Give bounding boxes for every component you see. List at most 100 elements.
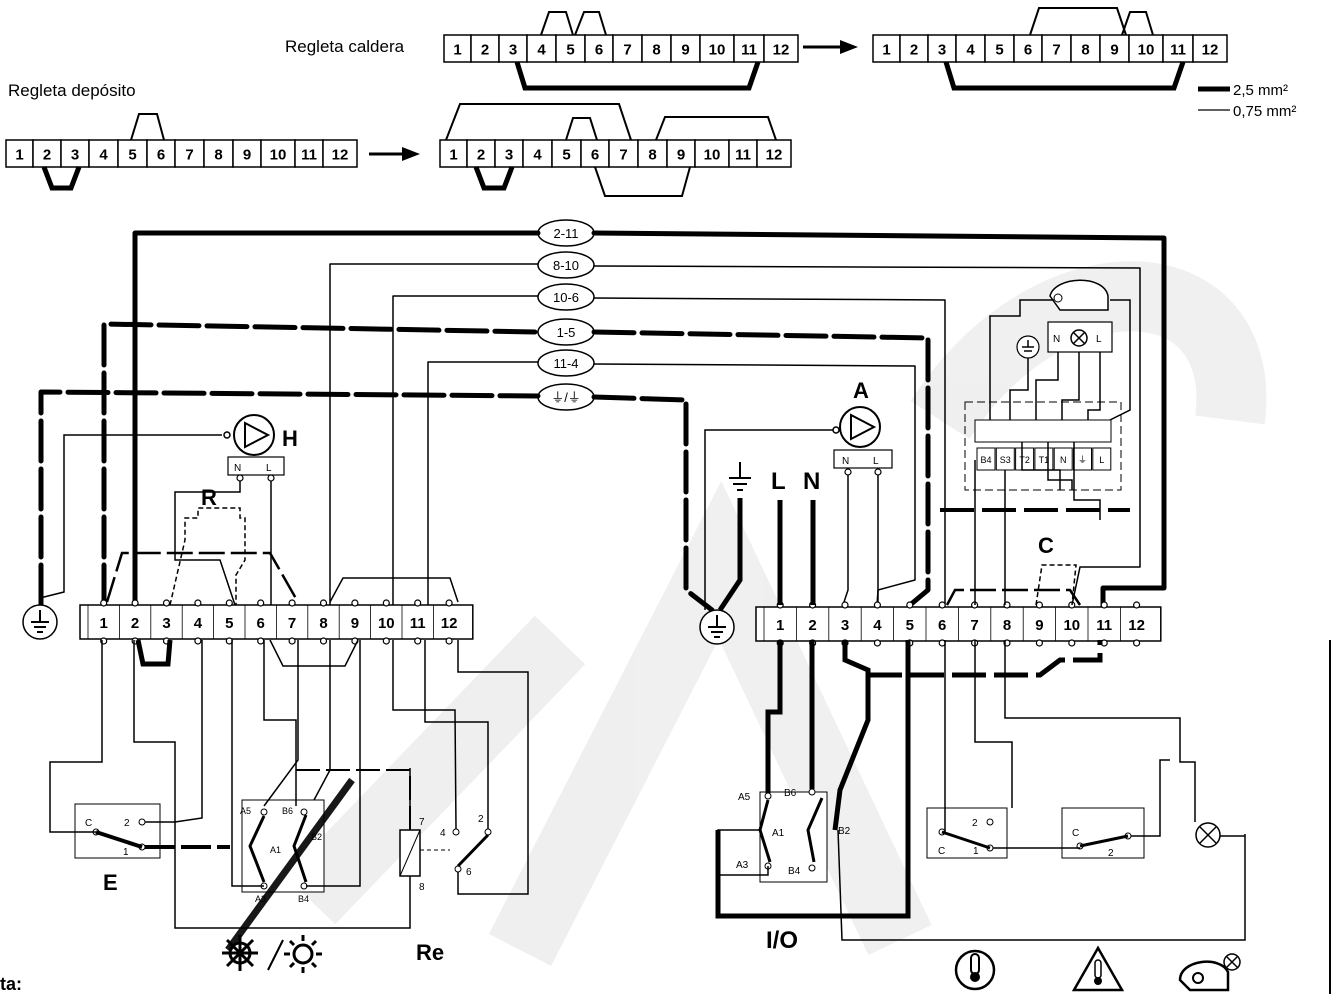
deposito-after-bridges (445, 103, 777, 197)
svg-text:9: 9 (243, 147, 251, 164)
svg-text:5: 5 (225, 615, 233, 632)
strip-cell: 10 (260, 139, 296, 168)
svg-text:12: 12 (773, 42, 790, 59)
svg-text:4: 4 (99, 147, 108, 164)
svg-text:A: A (853, 378, 869, 403)
strip-cell: 10 (1128, 34, 1164, 63)
terminal: 8 (307, 599, 328, 645)
svg-text:11-4: 11-4 (553, 356, 578, 371)
svg-text:E: E (103, 870, 118, 895)
footer-label: ta: (0, 974, 22, 994)
terminal: 7 (275, 599, 296, 645)
strip-cell: 6 (584, 34, 614, 63)
terminal: 8 (990, 601, 1011, 647)
svg-text:3: 3 (162, 615, 170, 632)
strip-cell: 12 (763, 34, 799, 63)
svg-text:N: N (842, 456, 849, 467)
thermostat-boiler: 2 C 1 (926, 807, 1008, 859)
svg-text:7: 7 (970, 617, 978, 634)
strip-cell: 2 (470, 34, 500, 63)
svg-text:B2: B2 (311, 832, 322, 842)
strip-cell: 5 (984, 34, 1015, 63)
svg-text:N: N (234, 463, 241, 474)
pump-h-wires (174, 481, 272, 606)
bridge-c: C (1035, 533, 1077, 606)
strip-cell: 5 (555, 34, 586, 63)
svg-text:7: 7 (1052, 42, 1060, 59)
svg-text:9: 9 (681, 42, 689, 59)
svg-text:5: 5 (906, 617, 914, 634)
svg-text:3: 3 (505, 147, 513, 164)
switch-e-wires (49, 640, 411, 929)
relay-wires (392, 640, 529, 895)
svg-text:2: 2 (478, 814, 484, 825)
svg-text:9: 9 (1110, 42, 1118, 59)
strip-cell: 10 (694, 139, 730, 168)
svg-text:12: 12 (766, 147, 783, 164)
svg-text:R: R (201, 485, 217, 510)
strip-cell: 11 (1162, 34, 1194, 63)
control-terminal: L (1092, 447, 1112, 471)
right-tb-wires-top (777, 460, 1130, 606)
relay-re: 7 8 4 2 6 Re (399, 814, 492, 965)
connection-oval: ⏚/⏚ (537, 383, 595, 411)
caldera-arrow (803, 40, 858, 54)
svg-text:5: 5 (995, 42, 1003, 59)
svg-text:10: 10 (270, 147, 287, 164)
strip-cell: 11 (294, 139, 324, 168)
svg-text:2: 2 (124, 818, 130, 829)
svg-text:12: 12 (1128, 617, 1145, 634)
svg-text:A1: A1 (772, 828, 785, 839)
svg-text:2-11: 2-11 (553, 226, 578, 241)
strip-cell: 9 (670, 34, 701, 63)
snowflake-icon (222, 935, 258, 971)
terminal: 10 (1055, 601, 1080, 647)
svg-text:11: 11 (1096, 617, 1112, 634)
svg-text:L: L (873, 456, 879, 467)
svg-text:10: 10 (704, 147, 721, 164)
svg-text:1: 1 (776, 617, 784, 634)
svg-text:7: 7 (619, 147, 627, 164)
svg-text:11: 11 (735, 147, 751, 164)
earth-left (22, 434, 222, 640)
svg-text:8: 8 (419, 882, 425, 893)
svg-text:B4: B4 (788, 866, 801, 877)
strip-cell: 2 (32, 139, 62, 168)
terminal: 3 (150, 599, 171, 645)
svg-text:8-10: 8-10 (553, 258, 579, 273)
watermark-stroke (225, 777, 355, 953)
thermostat-wires (944, 640, 1245, 849)
terminal: 2 (119, 599, 139, 645)
main-wiring (38, 230, 1167, 613)
strip-cell: 12 (322, 139, 358, 168)
strip-cell: 8 (641, 34, 672, 63)
svg-text:11: 11 (1170, 42, 1186, 59)
svg-text:1: 1 (973, 846, 979, 857)
svg-text:2,5 mm²: 2,5 mm² (1233, 82, 1288, 99)
strip-cell: 11 (728, 139, 758, 168)
svg-text:L: L (266, 463, 272, 474)
control-terminal: ⏚ (1073, 447, 1092, 471)
svg-text:⏚/⏚: ⏚/⏚ (551, 390, 581, 405)
svg-text:B2: B2 (838, 826, 851, 837)
control-terminal: N (1053, 447, 1073, 471)
strip-cell: 6 (1013, 34, 1043, 63)
terminal: 9 (338, 599, 359, 645)
terminal: 11 (401, 599, 426, 645)
svg-text:7: 7 (288, 615, 296, 632)
terminal: 10 (370, 599, 395, 645)
connection-oval: 8-10 (537, 251, 595, 279)
svg-text:2: 2 (972, 818, 978, 829)
season-icons (222, 935, 322, 973)
svg-text:6: 6 (595, 42, 603, 59)
fan-icon (1178, 953, 1241, 992)
svg-text:8: 8 (1003, 617, 1011, 634)
svg-text:10: 10 (709, 42, 726, 59)
svg-text:C: C (938, 846, 945, 857)
left-tb-bridges (105, 551, 459, 667)
svg-text:A1: A1 (270, 845, 281, 855)
wire-legend: 2,5 mm² 0,75 mm² (1198, 82, 1296, 120)
